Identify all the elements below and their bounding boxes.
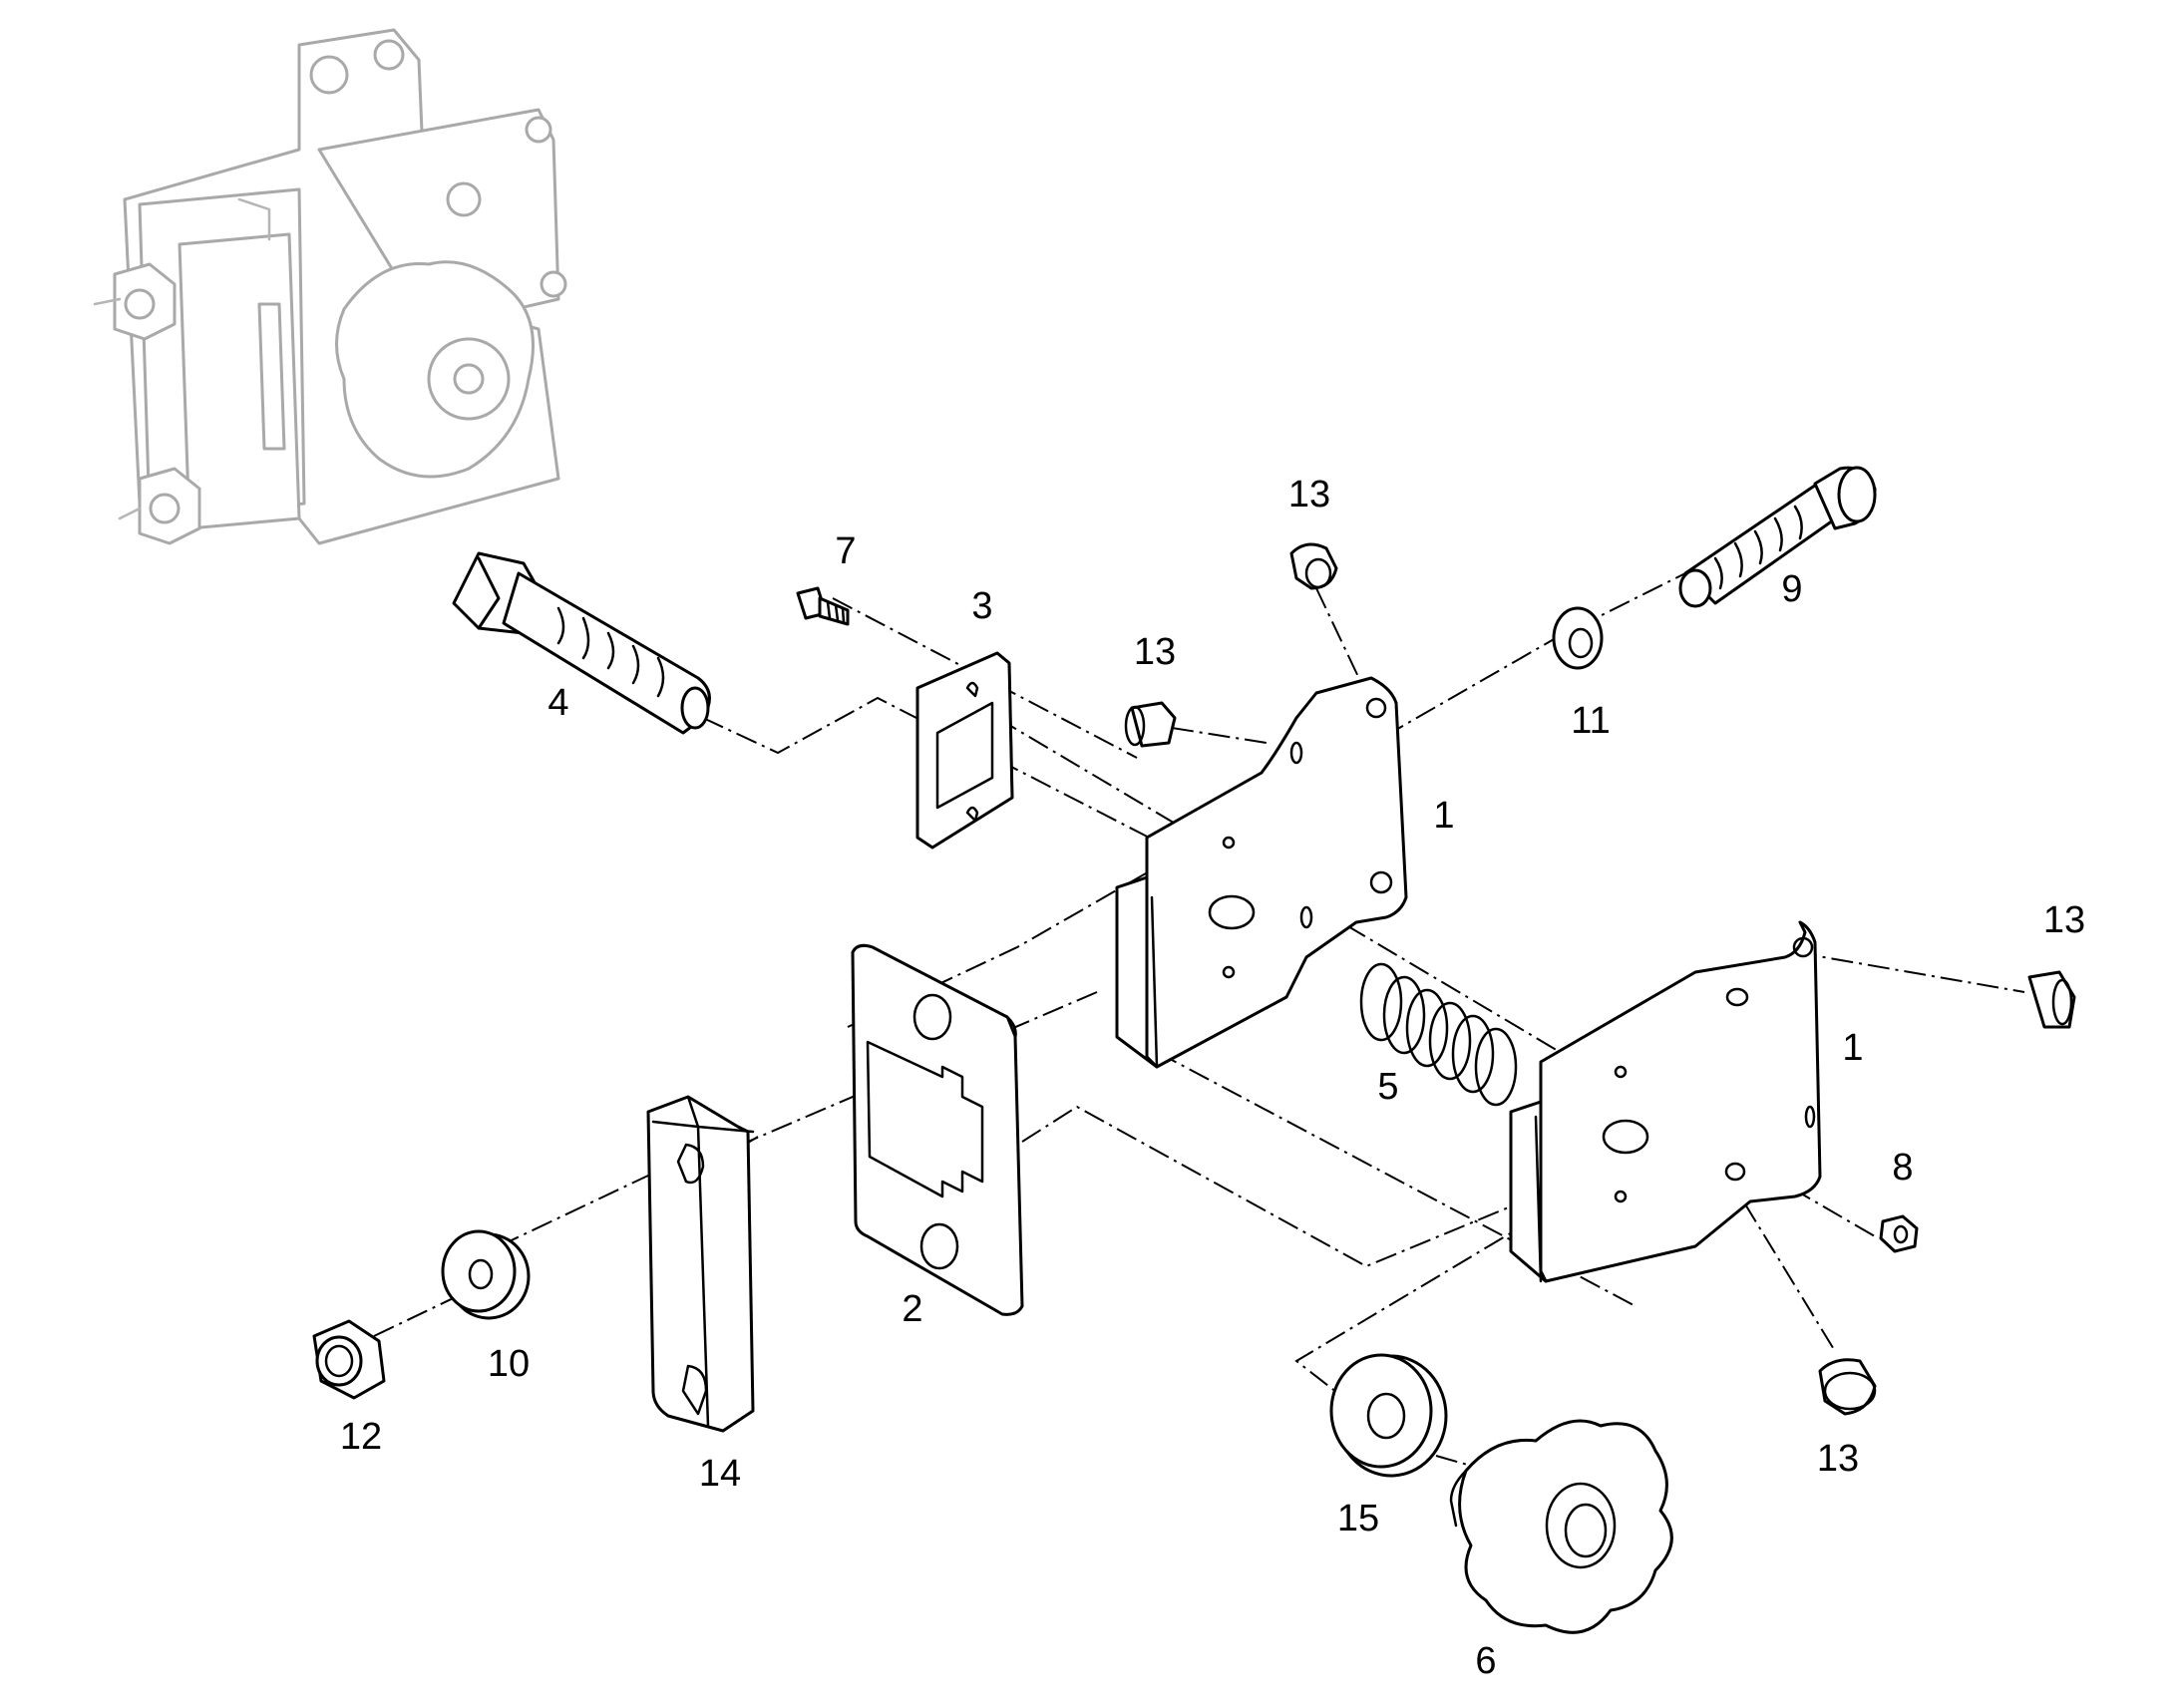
callout-9: 9 bbox=[1781, 568, 1802, 610]
callout-13-bottom: 13 bbox=[1817, 1438, 1859, 1480]
part-7-small-screw bbox=[796, 586, 850, 626]
part-3-slotted-plate bbox=[915, 651, 1014, 850]
callout-1-upper: 1 bbox=[1433, 795, 1454, 837]
callout-3: 3 bbox=[971, 585, 992, 627]
callout-12: 12 bbox=[340, 1416, 382, 1458]
callout-7: 7 bbox=[835, 530, 856, 572]
part-13-plug-mid-left bbox=[1124, 701, 1177, 748]
part-15-washer bbox=[1329, 1353, 1448, 1478]
part-5-spring bbox=[1359, 962, 1518, 1107]
assembled-view-ghost bbox=[93, 28, 567, 545]
part-4-hex-bolt bbox=[452, 551, 711, 735]
part-1-upper-bracket bbox=[1115, 676, 1408, 1069]
callout-8: 8 bbox=[1892, 1147, 1913, 1189]
callout-1-lower: 1 bbox=[1842, 1027, 1863, 1069]
part-11-washer bbox=[1552, 606, 1604, 670]
callout-4: 4 bbox=[547, 682, 568, 724]
part-9-cap-screw bbox=[1678, 466, 1877, 608]
part-8-small-nut bbox=[1879, 1214, 1919, 1253]
part-13-plug-top bbox=[1289, 542, 1338, 590]
part-1-lower-bracket bbox=[1509, 920, 1822, 1283]
part-10-washer bbox=[441, 1229, 531, 1320]
callout-11: 11 bbox=[1571, 700, 1610, 742]
callout-2: 2 bbox=[902, 1288, 922, 1330]
callout-13-right: 13 bbox=[2043, 899, 2085, 941]
part-12-hex-nut bbox=[312, 1319, 386, 1400]
part-13-plug-bottom bbox=[1818, 1358, 1877, 1416]
callout-labels: 1 1 2 3 4 5 6 7 8 9 10 11 12 13 13 13 13… bbox=[340, 474, 2085, 1682]
callout-10: 10 bbox=[488, 1343, 530, 1385]
part-2-frame-plate bbox=[851, 943, 1024, 1316]
part-13-plug-right bbox=[2027, 970, 2076, 1029]
callout-14: 14 bbox=[699, 1453, 741, 1495]
part-14-slotted-block bbox=[646, 1095, 755, 1433]
callout-13-top: 13 bbox=[1288, 474, 1330, 515]
callout-5: 5 bbox=[1377, 1066, 1398, 1108]
callout-15: 15 bbox=[1337, 1498, 1379, 1539]
callout-13-mid-left: 13 bbox=[1134, 631, 1176, 673]
callout-6: 6 bbox=[1475, 1640, 1496, 1682]
part-6-star-knob bbox=[1449, 1419, 1673, 1634]
